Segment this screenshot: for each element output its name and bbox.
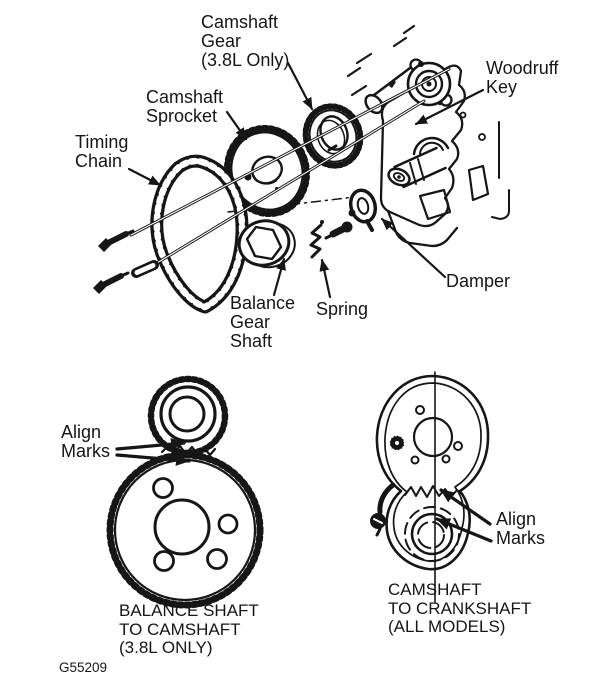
woodruff-key-slot: [389, 80, 396, 88]
timing-chain-arrow: [127, 167, 162, 187]
oil-pump-gear-drawing: [388, 434, 406, 452]
align-marks-arrows-left: [115, 438, 191, 466]
mounting-bolts-drawing: [93, 229, 159, 294]
hidden-line-dashes: [346, 24, 416, 97]
camshaft-gear-label: Camshaft Gear (3.8L Only): [201, 12, 290, 70]
retaining-bolt-drawing: [324, 221, 353, 240]
camshaft-sprocket-label: Camshaft Sprocket: [146, 87, 224, 126]
woodruff-key-label: Woodruff Key: [486, 58, 559, 97]
shaft-lines: [129, 67, 451, 268]
timing-chain-drawing: [150, 154, 249, 314]
align-marks-arrows-right: [435, 488, 493, 543]
camshaft-gear-arrow: [286, 61, 314, 111]
figure-code: G55209: [59, 660, 108, 675]
crankshaft-sprocket-drawing: [404, 506, 460, 562]
engine-block-drawing: [346, 24, 510, 248]
balance-shaft-alignment-drawing: [106, 375, 264, 609]
damper-arrow: [380, 217, 447, 279]
damper-label: Damper: [446, 271, 511, 291]
camshaft-crankshaft-alignment-drawing: [370, 371, 493, 603]
balance-gear-shaft-arrow: [272, 257, 286, 297]
balance-gear-shaft-drawing: [237, 219, 296, 269]
spring-label: Spring: [316, 299, 369, 319]
main-assembly-drawing: [93, 24, 510, 314]
chain-mesh-marks: [404, 485, 463, 498]
balance-shaft-gear-drawing: [106, 451, 264, 609]
camshaft-sprocket-arrow: [225, 110, 248, 141]
camshaft-sprocket-drawing: [224, 124, 310, 218]
timing-cover-inner-line: [384, 382, 482, 562]
align-marks-label-right: Align Marks: [496, 509, 545, 548]
spring-arrow: [319, 258, 332, 299]
camshaft-drive-gear-drawing: [147, 375, 229, 457]
tensioner-drawing: [370, 482, 396, 537]
timing-chain-label: Timing Chain: [75, 132, 129, 171]
leader-arrows: [127, 61, 485, 299]
timing-cover-outline: [375, 374, 490, 571]
align-marks-label-left: Align Marks: [61, 422, 110, 461]
spring-drawing: [309, 220, 324, 259]
woodruff-key-arrow: [414, 88, 485, 126]
balance-shaft-stub-drawing: [387, 146, 447, 189]
crankshaft-caption: CAMSHAFT TO CRANKSHAFT (ALL MODELS): [388, 580, 532, 636]
damper-drawing: [348, 188, 378, 232]
balance-gear-shaft-label: Balance Gear Shaft: [230, 293, 296, 351]
camshaft-flange-drawing: [406, 58, 453, 107]
balance-shaft-caption: BALANCE SHAFT TO CAMSHAFT (3.8L ONLY): [119, 601, 259, 657]
